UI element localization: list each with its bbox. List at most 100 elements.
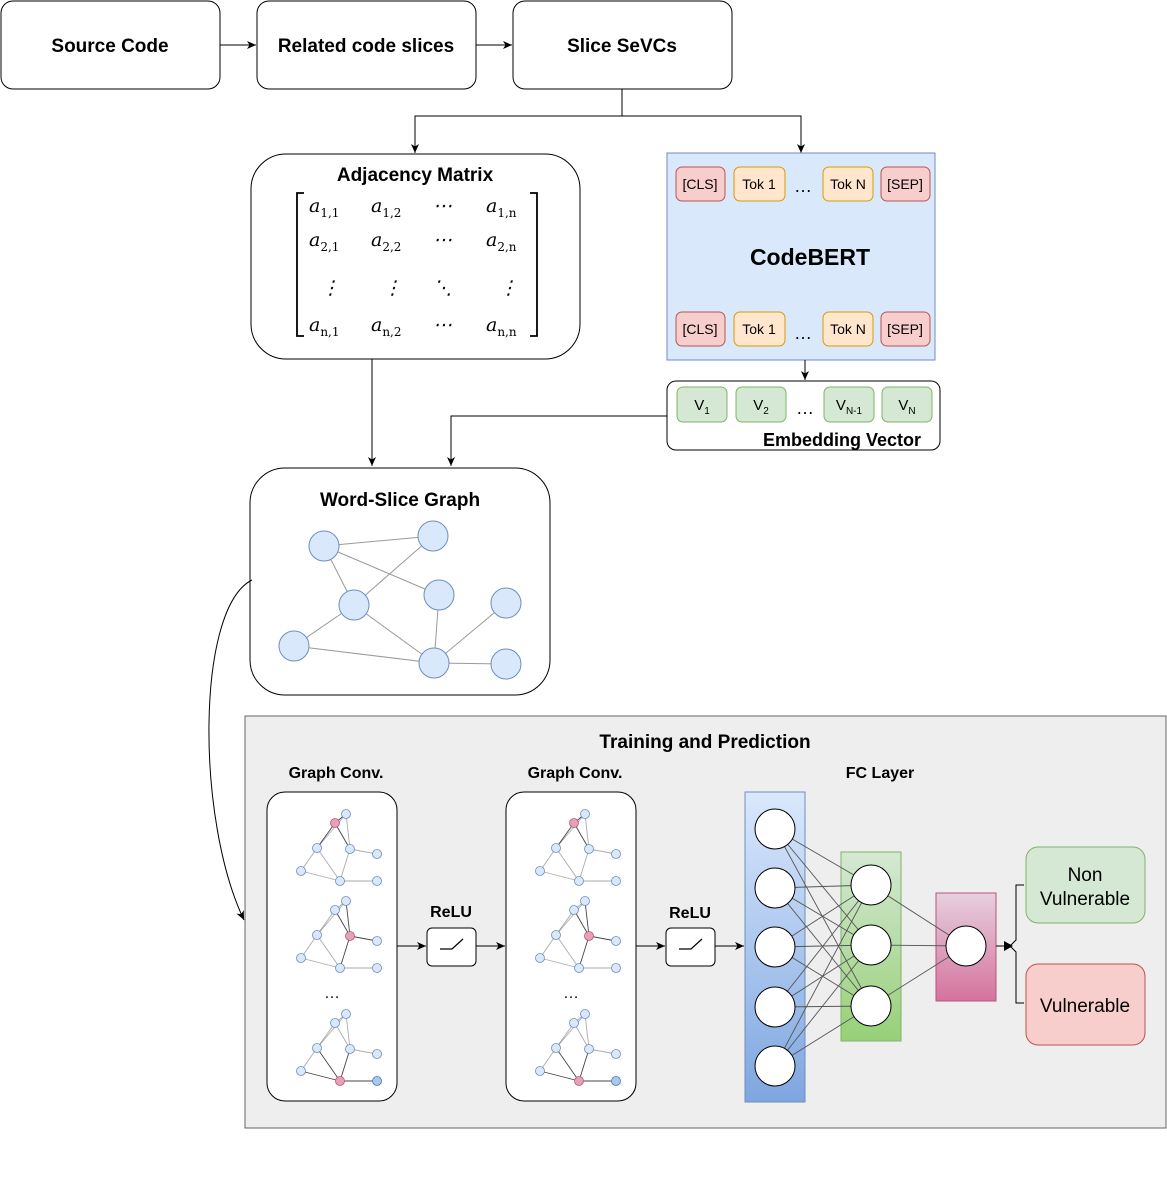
- vector-2: [735, 386, 787, 423]
- conv-graph-edge: [316, 909, 336, 936]
- conv-graph-edge: [555, 934, 580, 969]
- token-n: [822, 311, 874, 347]
- token-cls: [675, 311, 726, 347]
- codebert-title: CodeBERT: [750, 244, 870, 270]
- embedding-vector-box: V1 V2 … VN-1 VN Embedding Vector: [666, 380, 941, 451]
- conv-graph-node: [569, 1018, 579, 1028]
- conv-graph-node: [551, 930, 561, 940]
- conv-graph-edge: [578, 935, 590, 969]
- conv-graph-edge: [339, 1048, 351, 1082]
- token-1-label: Tok 1: [742, 321, 776, 337]
- fc-connection: [774, 884, 872, 1008]
- conv-graph-node: [551, 843, 561, 853]
- conv-graph-edge: [345, 1013, 351, 1050]
- conv-graph-node: [569, 905, 579, 915]
- conv-graph-edge: [316, 1013, 347, 1049]
- conv-graph-node: [345, 1044, 355, 1054]
- token-n-label: Tok N: [830, 321, 866, 337]
- conv-graph-edge: [539, 1070, 580, 1082]
- conv-graph-edge: [555, 1047, 580, 1082]
- slice-sevcs-box: Slice SeVCs: [512, 0, 733, 90]
- conv-graph-node: [341, 1009, 351, 1019]
- conv-graph-node: [372, 876, 382, 886]
- token-sep-label: [SEP]: [887, 176, 923, 192]
- token-n: [822, 166, 874, 202]
- token-sep: [880, 166, 931, 202]
- word-slice-graph-title: Word-Slice Graph: [320, 490, 480, 511]
- conv-graph-edge: [539, 957, 580, 969]
- vulnerable-label: Vulnerable: [1040, 996, 1130, 1017]
- non-vulnerable-line2: Vulnerable: [1040, 889, 1130, 910]
- fc-hidden-neuron: [850, 924, 892, 966]
- conv-graph-node: [296, 866, 306, 876]
- graph-node: [308, 530, 340, 562]
- graph-conv-2-stack: [535, 809, 621, 1086]
- conv-graph-edge: [573, 1022, 590, 1050]
- conv-graph-edge: [584, 900, 590, 937]
- conv-graph-edge: [339, 848, 351, 882]
- conv-graph-node: [611, 876, 621, 886]
- conv-graph-edge: [345, 900, 351, 937]
- conv-graph-node: [312, 1043, 322, 1053]
- conv-graph-node: [296, 953, 306, 963]
- conv-graph-edge: [573, 909, 590, 937]
- token-ellipsis: …: [794, 323, 812, 343]
- vector-2-label: V2: [753, 397, 769, 417]
- conv-graph-edge: [578, 848, 590, 882]
- token-n-label: Tok N: [830, 176, 866, 192]
- graph-conv-2-label: Graph Conv.: [528, 765, 623, 782]
- conv-graph-node: [296, 1066, 306, 1076]
- fc-connection: [774, 828, 872, 1007]
- conv-graph-node: [372, 1076, 382, 1086]
- conv-graph-edge: [334, 1022, 351, 1050]
- graph-node: [417, 520, 449, 552]
- token-1: [733, 311, 786, 347]
- conv-graph-node: [535, 1066, 545, 1076]
- graph-node: [338, 589, 370, 621]
- conv-graph-edge: [539, 870, 580, 882]
- conv-graph-edge: [584, 813, 590, 850]
- conv-graph-node: [611, 963, 621, 973]
- matrix-vdots: ⋮: [321, 277, 340, 299]
- token-sep: [880, 311, 931, 347]
- matrix-right-bracket: [530, 192, 538, 337]
- relu-2-icon: [679, 938, 703, 950]
- matrix-hdots: ⋯: [433, 195, 452, 217]
- conv-graph-node: [584, 931, 594, 941]
- codebert-top-tokens: [CLS] Tok 1 … Tok N [SEP]: [675, 166, 931, 202]
- graph-conv-1-stack: [296, 809, 382, 1086]
- matrix-cell: a2,n: [486, 229, 517, 254]
- conv-graph-node: [372, 963, 382, 973]
- matrix-cell: a1,2: [371, 195, 401, 220]
- conv-graph-edge: [555, 900, 586, 936]
- fc-layer-label: FC Layer: [846, 765, 914, 782]
- conv-graph-node: [569, 818, 579, 828]
- conv-graph: [296, 896, 382, 973]
- conv-graph-node: [372, 849, 382, 859]
- source-code-label: Source Code: [51, 36, 168, 57]
- fc-connection: [774, 884, 872, 1067]
- conv-graph-edge: [555, 847, 580, 882]
- relu-1-box: [426, 927, 477, 967]
- arrow-embedding-to-graph: [447, 415, 667, 466]
- fc-input-neuron: [754, 1045, 796, 1087]
- conv-graph-node: [335, 876, 345, 886]
- non-vulnerable-output: Non Vulnerable: [1025, 846, 1146, 924]
- graph-node: [490, 587, 522, 619]
- conv-graph: [296, 809, 382, 886]
- conv-graph-node: [584, 1044, 594, 1054]
- matrix-cell: an,n: [486, 314, 517, 339]
- matrix-cell: a1,n: [486, 195, 517, 220]
- conv-graph-edge: [300, 957, 341, 969]
- conv-graph-node: [345, 844, 355, 854]
- token-cls-label: [CLS]: [682, 321, 717, 337]
- conv-graph-edge: [316, 1022, 336, 1049]
- conv-graph-edge: [316, 813, 347, 849]
- conv-graph-node: [345, 931, 355, 941]
- conv-graph-node: [372, 936, 382, 946]
- vector-n-label: VN: [898, 397, 915, 417]
- matrix-hdots: ⋯: [433, 314, 452, 336]
- graph-node: [423, 579, 455, 611]
- codebert-bottom-tokens: [CLS] Tok 1 … Tok N [SEP]: [675, 311, 931, 347]
- conv-graph-edge: [316, 1047, 341, 1082]
